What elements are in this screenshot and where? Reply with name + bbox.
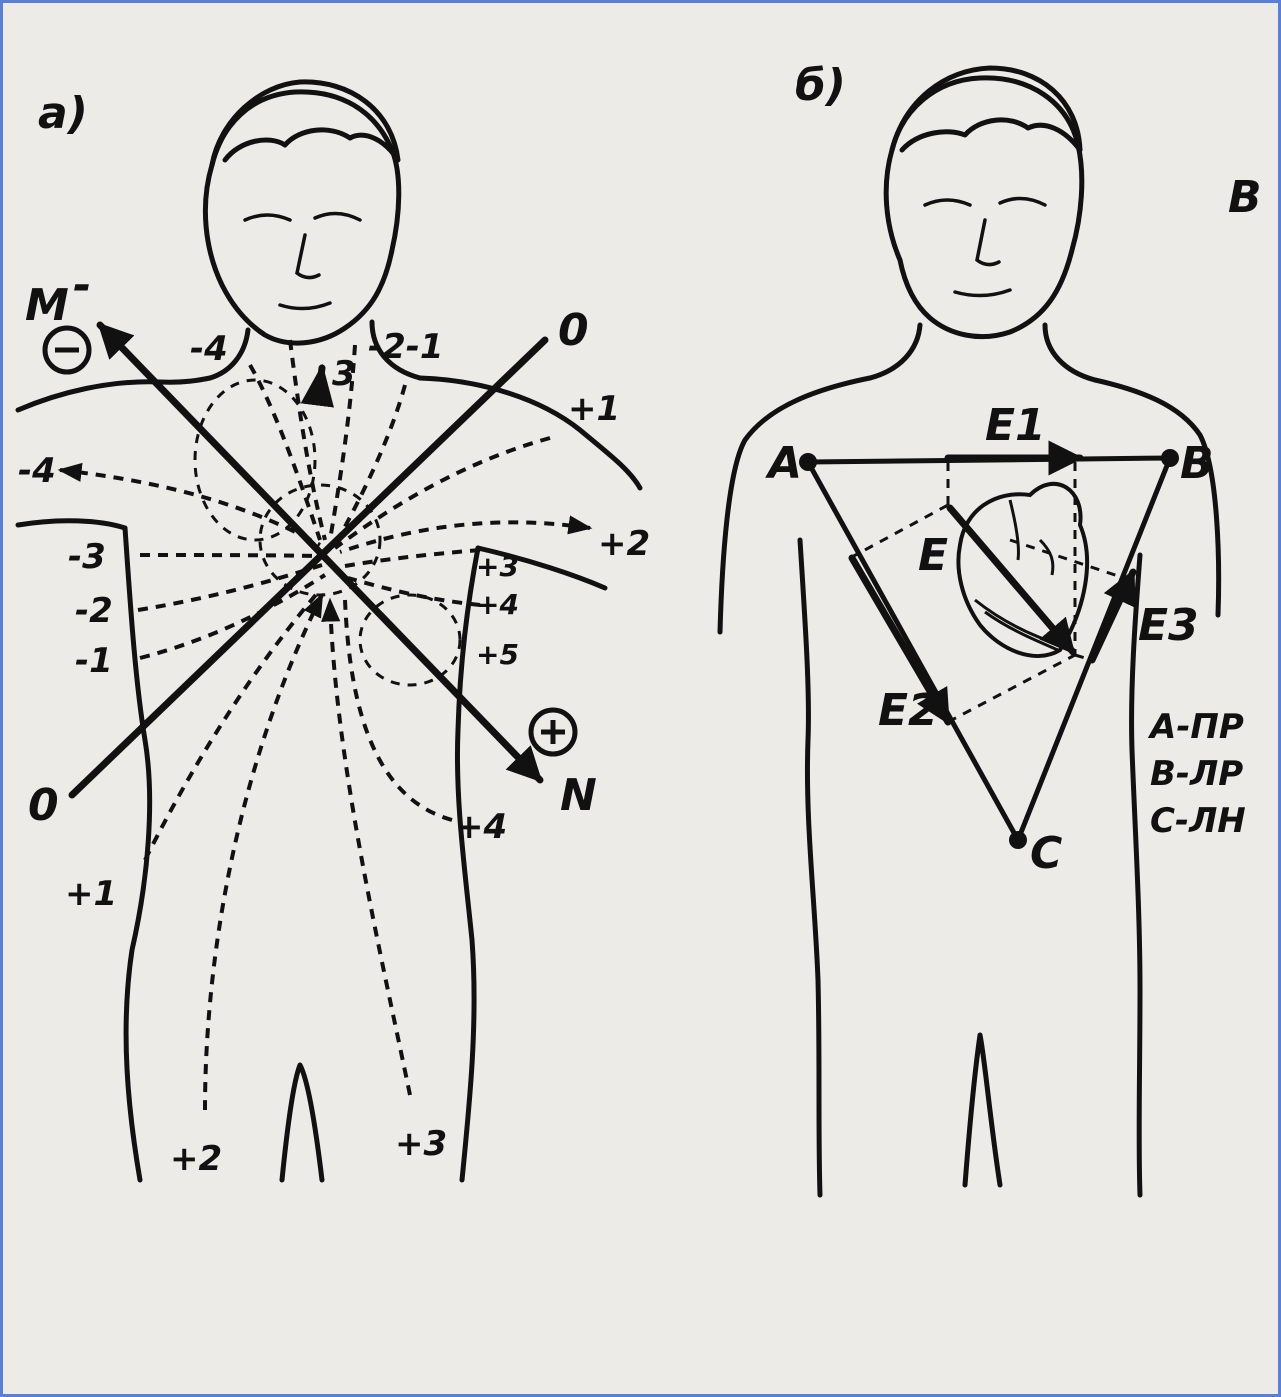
shoulder-b-left <box>720 378 870 632</box>
neck-b-left <box>870 325 920 378</box>
torso-b-left <box>800 540 820 1195</box>
neck-b-right <box>1045 325 1095 380</box>
vector-e-label: E <box>918 530 948 581</box>
lead-legend: A-ПР В-ЛР С-ЛН <box>1147 707 1246 841</box>
neck-arrow <box>318 368 322 400</box>
torso-b-right <box>1132 555 1140 1195</box>
potential-label: 3 <box>332 354 356 394</box>
iso-line <box>145 590 320 860</box>
iso-line <box>205 595 322 1110</box>
vector-e3-label: E3 <box>1138 600 1199 651</box>
vector-e3 <box>1092 572 1133 660</box>
potential-label: -1 <box>75 641 113 681</box>
vector-e2-label: E2 <box>878 685 939 736</box>
isopotential-lines <box>60 340 590 1110</box>
iso-line <box>345 550 480 566</box>
heart-illustration <box>958 484 1087 656</box>
mouth-a <box>280 303 330 309</box>
positive-sign <box>531 710 575 754</box>
dipole-neg-mark: - <box>73 260 91 311</box>
vector-e <box>950 508 1073 652</box>
vertex-a-label: A <box>765 438 802 489</box>
panel-a: а) <box>18 82 650 1180</box>
potential-label: +4 <box>455 807 507 847</box>
iso-line <box>140 555 320 556</box>
eyes-a <box>245 213 360 220</box>
potential-label: +2 <box>598 524 650 564</box>
legend-item: С-ЛН <box>1150 801 1246 841</box>
potential-label: +5 <box>476 638 519 671</box>
iso-line <box>138 565 322 610</box>
panel-a-label: а) <box>38 88 88 139</box>
mouth-b <box>955 290 1010 296</box>
iso-line <box>335 438 550 548</box>
nose-a <box>297 235 319 278</box>
panel-b-label: б) <box>795 60 846 111</box>
dipole-pos-label: N <box>560 770 597 821</box>
potential-label: +2 <box>170 1139 222 1179</box>
legend-item: В-ЛР <box>1150 754 1243 794</box>
dipole-neg-label: M <box>25 280 69 331</box>
iso-line <box>330 600 410 1095</box>
vertex-c-label: C <box>1030 828 1062 879</box>
head-a <box>205 92 398 343</box>
eyes-b <box>925 198 1045 205</box>
nose-b <box>977 220 999 265</box>
potential-label: -3 <box>68 537 106 577</box>
potential-label: +4 <box>476 588 519 621</box>
zero-label-top: 0 <box>558 305 589 356</box>
legs-b <box>965 1035 1000 1185</box>
vertex-b-dot <box>1161 449 1179 467</box>
potential-label: -4 <box>18 451 56 491</box>
arm-a-left-inner <box>18 521 125 528</box>
legs-a <box>282 1065 322 1180</box>
projection-line <box>1010 540 1130 580</box>
vertex-b-label: B <box>1180 438 1214 489</box>
panel-b: б) В <box>720 60 1262 1195</box>
einthoven-triangle <box>808 458 1170 840</box>
head-b <box>886 78 1082 337</box>
negative-sign <box>45 328 89 372</box>
potential-label: -2 <box>75 591 113 631</box>
potential-label: +3 <box>395 1124 447 1164</box>
potential-label: -2-1 <box>368 327 444 367</box>
legend-item: A-ПР <box>1147 707 1244 747</box>
zero-label-bottom: 0 <box>28 780 59 831</box>
potential-label: +3 <box>476 550 519 583</box>
potential-label: +1 <box>568 389 620 429</box>
panel-b-corner-label: В <box>1228 172 1262 223</box>
potential-label: +1 <box>65 874 117 914</box>
projection-line <box>948 655 1075 722</box>
vector-e1-label: E1 <box>985 400 1046 451</box>
potential-label: -4 <box>190 329 228 369</box>
vertex-c-dot <box>1009 831 1027 849</box>
